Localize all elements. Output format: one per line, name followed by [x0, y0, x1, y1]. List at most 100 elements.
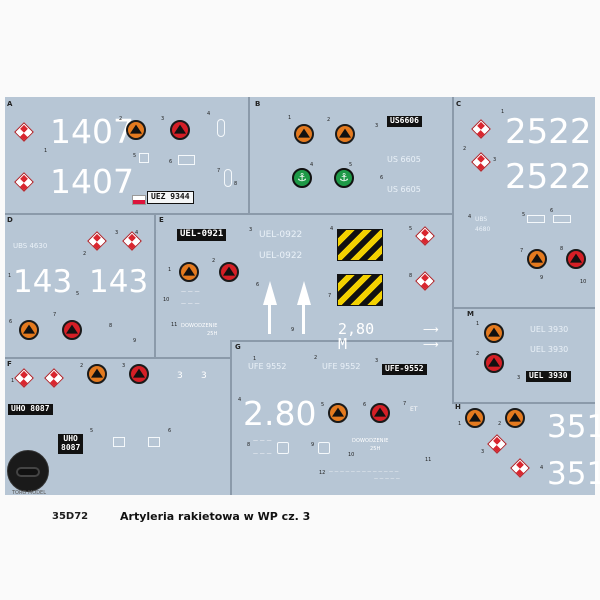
polish-checker-icon — [87, 231, 107, 251]
decal-marker: 8 — [234, 181, 238, 187]
orange-tri-icon — [179, 262, 199, 282]
panel-divider — [248, 97, 250, 213]
stencil-icon — [113, 437, 125, 447]
arrow-up-icon — [263, 281, 277, 305]
decal-marker: 6 — [168, 428, 172, 434]
decal-marker: 11 — [425, 457, 432, 463]
decal-marker: 6 — [550, 208, 554, 214]
small-stencil: — — — — — — [374, 476, 400, 481]
polish-checker-icon — [14, 122, 34, 142]
decal-marker: 4 — [330, 226, 334, 232]
aircraft-number: 143 — [13, 264, 73, 300]
speed-marking: 2.80 — [243, 394, 317, 433]
small-stencil: DOWODZENIE — [352, 438, 389, 444]
decal-marker: 3 — [122, 363, 126, 369]
decal-marker: 2 — [80, 363, 84, 369]
decal-marker: 2 — [463, 146, 467, 152]
orange-tri-icon — [126, 120, 146, 140]
panel-divider — [5, 357, 230, 359]
polish-checker-icon — [471, 119, 491, 139]
panel-divider — [230, 340, 232, 495]
polish-checker-icon — [122, 231, 142, 251]
plate-line: 8087 — [61, 442, 81, 452]
registration-plate: UFE-9552 — [382, 364, 427, 375]
panel-letter-b: B — [255, 100, 261, 108]
arrow-right-icon: ⟶ — [423, 323, 439, 336]
decal-marker: 7 — [328, 293, 332, 299]
red-tri-icon — [566, 249, 586, 269]
decal-marker: 2 — [476, 351, 480, 357]
decal-marker: 4 — [207, 111, 211, 117]
warning-stripes-icon — [337, 229, 383, 261]
panel-divider — [156, 213, 452, 215]
decal-marker: 4 — [135, 230, 139, 236]
decal-marker: 4 — [468, 214, 472, 220]
decal-marker: 1 — [288, 115, 292, 121]
stencil-icon — [318, 442, 330, 454]
decal-marker: 1 — [501, 109, 505, 115]
stencil-icon — [553, 215, 571, 223]
decal-marker: 10 — [580, 279, 587, 285]
panel-letter-d: D — [7, 216, 13, 224]
decal-marker: 2 — [314, 355, 318, 361]
panel-divider — [452, 97, 454, 307]
green-anchor-icon — [334, 168, 354, 188]
decal-marker: 3 — [375, 358, 379, 364]
ghost-text: UBS — [475, 216, 488, 223]
decal-marker: 4 — [48, 406, 52, 412]
panel-divider — [232, 340, 452, 342]
decal-marker: 5 — [90, 428, 94, 434]
red-tri-icon — [129, 364, 149, 384]
decal-marker: 6 — [380, 175, 384, 181]
panel-letter-c: C — [456, 100, 462, 108]
decal-marker: 2 — [212, 258, 216, 264]
decal-marker: 5 — [522, 212, 526, 218]
decal-marker: 1 — [458, 421, 462, 427]
speed-marking: 2,80 M — [338, 320, 375, 353]
registration-plate: US6606 — [387, 116, 422, 127]
decal-marker: 4 — [238, 397, 242, 403]
decal-marker: 5 — [349, 162, 353, 168]
small-stencil: 25H — [207, 331, 218, 337]
arrow-right-icon: ⟶ — [423, 338, 439, 351]
small-stencil: — — — — [253, 451, 272, 457]
decal-marker: 2 — [327, 117, 331, 123]
panel-divider — [154, 213, 156, 357]
stencil-icon — [148, 437, 160, 447]
panel-divider — [452, 307, 454, 402]
stencil-icon — [139, 153, 149, 163]
red-tri-icon — [484, 353, 504, 373]
panel-divider — [5, 213, 154, 215]
decal-marker: 6 — [256, 282, 260, 288]
panel-divider — [452, 402, 595, 404]
polish-checker-icon — [14, 172, 34, 192]
stencil-icon — [224, 169, 232, 187]
arrow-shaft — [268, 304, 271, 334]
panel-divider — [454, 307, 595, 309]
orange-tri-icon — [294, 124, 314, 144]
decal-marker: 3 — [517, 375, 521, 381]
ghost-registration: UFE 9552 — [248, 362, 287, 371]
decal-marker: 9 — [291, 327, 295, 333]
small-stencil: — — — — — — — — — — — — — — [329, 469, 399, 474]
red-tri-icon — [370, 403, 390, 423]
stencil-icon — [527, 215, 545, 223]
logo-text: TORO MODEL — [11, 490, 47, 496]
aircraft-number: 143 — [89, 264, 149, 300]
decal-marker: 2 — [498, 421, 502, 427]
aircraft-number: 351 — [547, 456, 600, 492]
small-number: 3 — [201, 371, 207, 381]
decal-marker: 4 — [310, 162, 314, 168]
ghost-registration: UEL 3930 — [530, 325, 569, 334]
red-tri-icon — [62, 320, 82, 340]
aircraft-number: 351 — [547, 409, 600, 445]
polish-checker-icon — [44, 368, 64, 388]
orange-tri-icon — [87, 364, 107, 384]
ghost-registration: US 6605 — [387, 155, 421, 164]
plate-line: UHO — [63, 434, 78, 443]
decal-marker: 9 — [311, 442, 315, 448]
decal-marker: 7 — [53, 312, 57, 318]
orange-tri-icon — [19, 320, 39, 340]
panel-letter-m: M — [467, 310, 474, 318]
decal-marker: 1 — [8, 273, 12, 279]
